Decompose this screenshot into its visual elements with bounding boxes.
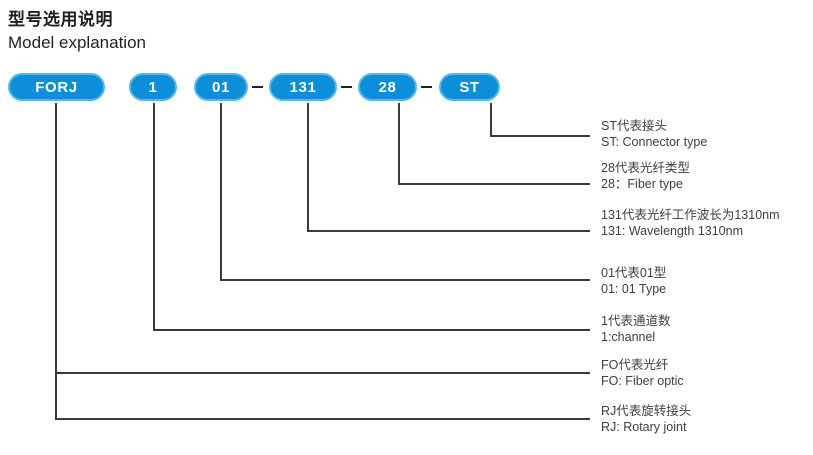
callout-text-en: FO: Fiber optic [601, 374, 684, 388]
callout-text-en: 131: Wavelength 1310nm [601, 224, 743, 238]
callout-text-en: ST: Connector type [601, 135, 708, 149]
callout-type-01: 01代表01型 01: 01 Type [601, 265, 666, 297]
leader-line-horizontal [490, 135, 590, 137]
callout-fiber-optic: FO代表光纤 FO: Fiber optic [601, 357, 684, 389]
callout-text-cn: ST代表接头 [601, 119, 667, 133]
callout-text-cn: 01代表01型 [601, 266, 667, 280]
callout-wavelength: 131代表光纤工作波长为1310nm 131: Wavelength 1310n… [601, 207, 780, 239]
leader-line-vertical [490, 103, 492, 135]
page-title-english: Model explanation [8, 33, 146, 52]
leader-line-horizontal [398, 183, 590, 185]
callout-st-connector-type: ST代表接头 ST: Connector type [601, 118, 707, 150]
code-segment-forj: FORJ [8, 73, 105, 101]
callout-text-cn: 28代表光纤类型 [601, 161, 690, 175]
leader-line-horizontal [153, 329, 590, 331]
code-separator-dash [421, 86, 432, 88]
code-segment-fiber-type: 28 [358, 73, 417, 101]
page-title-chinese: 型号选用说明 [8, 10, 113, 29]
callout-text-cn: FO代表光纤 [601, 358, 669, 372]
leader-line-vertical [55, 103, 57, 418]
leader-line-horizontal [55, 372, 590, 374]
leader-line-horizontal [55, 418, 590, 420]
callout-rotary-joint: RJ代表旋转接头 RJ: Rotary joint [601, 403, 691, 435]
callout-text-en: 1:channel [601, 330, 656, 344]
callout-text-cn: 131代表光纤工作波长为1310nm [601, 208, 780, 222]
callout-text-cn: RJ代表旋转接头 [601, 404, 692, 418]
code-segment-wavelength: 131 [269, 73, 337, 101]
code-separator-dash [341, 86, 352, 88]
code-segment-type: 01 [194, 73, 248, 101]
callout-fiber-type: 28代表光纤类型 28：Fiber type [601, 160, 690, 192]
leader-line-horizontal [220, 279, 590, 281]
leader-line-vertical [153, 103, 155, 329]
leader-line-horizontal [307, 230, 590, 232]
callout-text-en: 01: 01 Type [601, 282, 667, 296]
leader-line-vertical [307, 103, 309, 230]
code-segment-connector: ST [439, 73, 500, 101]
callout-text-en: 28：Fiber type [601, 177, 683, 191]
callout-text-cn: 1代表通道数 [601, 314, 671, 328]
code-segment-channel: 1 [129, 73, 177, 101]
leader-line-vertical [220, 103, 222, 279]
callout-text-en: RJ: Rotary joint [601, 420, 687, 434]
leader-line-vertical [398, 103, 400, 183]
callout-channel: 1代表通道数 1:channel [601, 313, 670, 345]
code-separator-dash [252, 86, 263, 88]
